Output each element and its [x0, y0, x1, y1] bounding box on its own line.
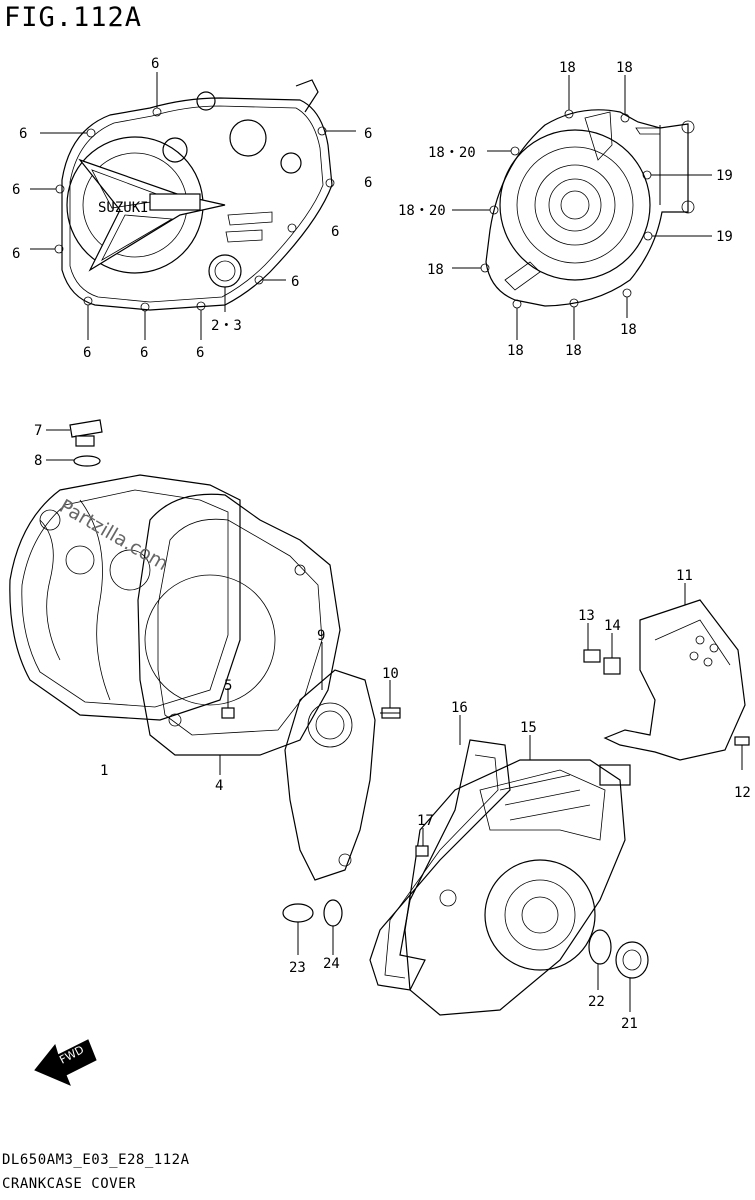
callout-p10: 10 [382, 666, 399, 682]
o-ring-8-drawing [73, 455, 101, 467]
gasket-9-drawing [284, 669, 376, 881]
plug-23-drawing [282, 903, 314, 923]
callout-c6: 6 [140, 345, 148, 361]
callout-p11: 11 [676, 568, 693, 584]
callout-p5: 5 [224, 678, 232, 694]
callout-d9: 18 [565, 343, 582, 359]
drawing-name: CRANKCASE COVER [2, 1176, 136, 1192]
callout-p13: 13 [578, 608, 595, 624]
callout-c5: 6 [83, 345, 91, 361]
callout-p8: 8 [34, 453, 42, 469]
callout-c10: 6 [331, 224, 339, 240]
callout-d8: 18 [507, 343, 524, 359]
callout-d5: 19 [716, 168, 733, 184]
crankcase-drawing [9, 474, 241, 721]
callout-d7: 18 [427, 262, 444, 278]
callout-d6: 19 [716, 229, 733, 245]
callout-c7: 6 [196, 345, 204, 361]
callout-p12: 12 [734, 785, 751, 801]
callout-p22: 22 [588, 994, 605, 1010]
callout-d10: 18 [620, 322, 637, 338]
o-ring-24-drawing [323, 899, 343, 927]
callout-c4: 6 [12, 246, 20, 262]
callout-c11: 6 [291, 274, 299, 290]
callout-c9: 6 [364, 175, 372, 191]
gasket-16-drawing [369, 739, 511, 991]
callout-c2: 6 [19, 126, 27, 142]
dowel-pin-5-drawing [221, 707, 235, 719]
leader-lines [30, 72, 743, 1012]
callout-p17: 17 [417, 813, 434, 829]
plug-21-drawing [615, 941, 649, 979]
oil-filler-cap-drawing [69, 419, 103, 447]
forward-arrow [34, 1039, 97, 1086]
generator-cover-drawing [480, 109, 695, 309]
callout-c3: 6 [12, 182, 20, 198]
callout-d3: 18・20 [428, 145, 476, 161]
o-ring-22-drawing [588, 929, 612, 965]
callout-c8: 6 [364, 126, 372, 142]
sprocket-cover-drawing [603, 599, 746, 761]
callout-p4: 4 [215, 778, 223, 794]
callout-labels: 6 6 6 6 6 6 6 6 6 6 6 2・3 18 18 18・20 18… [12, 56, 751, 1032]
callout-p1: 1 [100, 763, 108, 779]
drawing-code: DL650AM3_E03_E28_112A [2, 1152, 190, 1168]
brand-emblem-text: SUZUKI [98, 200, 149, 216]
callout-p7: 7 [34, 423, 42, 439]
bolt-12-drawing [734, 736, 750, 746]
clutch-cover-drawing [54, 79, 335, 312]
callout-p15: 15 [520, 720, 537, 736]
watermark-text: Partzilla.com [56, 495, 172, 575]
callout-c1: 6 [151, 56, 159, 72]
callout-p16: 16 [451, 700, 468, 716]
bolt-10-drawing [380, 707, 401, 719]
callout-p9: 9 [317, 628, 325, 644]
grommet-14-drawing [603, 657, 621, 675]
callout-c13: 2・3 [211, 318, 242, 334]
clutch-cover-gasket-drawing [137, 493, 341, 756]
figure-title: FIG.112A [4, 2, 143, 33]
callout-d4: 18・20 [398, 203, 446, 219]
callout-p23: 23 [289, 960, 306, 976]
callout-p24: 24 [323, 956, 340, 972]
callout-p14: 14 [604, 618, 621, 634]
generator-cover-15-drawing [404, 759, 631, 1016]
callout-d2: 18 [616, 60, 633, 76]
callout-p21: 21 [621, 1016, 638, 1032]
dowel-pin-17-drawing [415, 845, 429, 857]
callout-d1: 18 [559, 60, 576, 76]
bolt-13-drawing [583, 649, 601, 663]
